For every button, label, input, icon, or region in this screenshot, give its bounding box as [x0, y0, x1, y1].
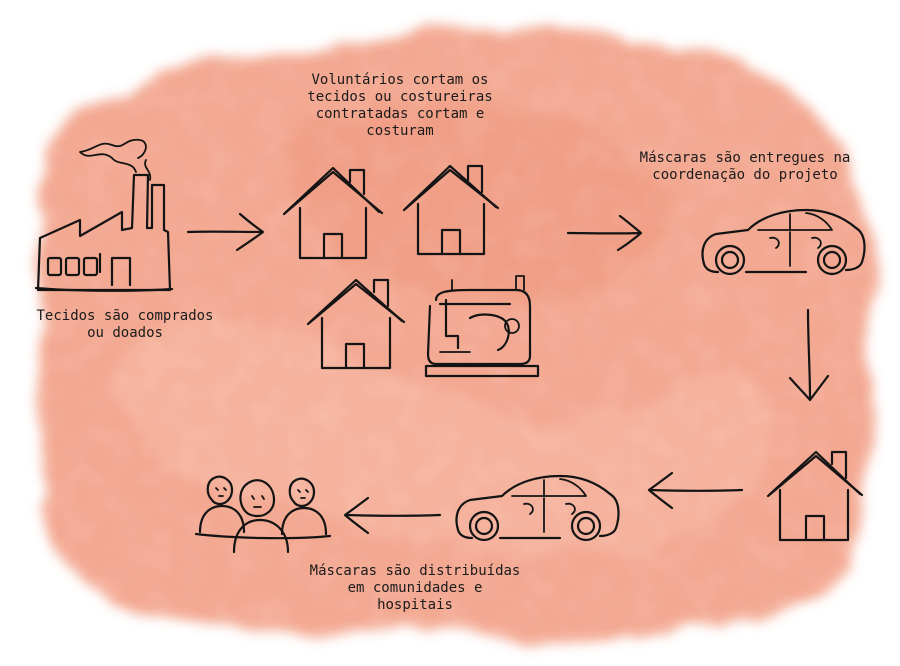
step-label-line: hospitais	[377, 597, 453, 613]
step-label-line: contratadas cortam e	[315, 106, 485, 122]
house-icon	[766, 450, 864, 542]
step-label-line: tecidos ou costureiras	[307, 89, 493, 105]
arrow-left-icon	[647, 471, 744, 510]
house-icon	[306, 278, 406, 370]
step-label-cutting-sewing: Voluntários cortam os tecidos ou costure…	[250, 72, 550, 140]
arrow-right-icon	[566, 214, 643, 252]
factory-icon	[34, 138, 174, 292]
step-label-line: Máscaras são distribuídas	[309, 563, 521, 579]
step-label-line: costuram	[366, 123, 434, 139]
step-label-line: Máscaras são entregues na	[639, 150, 851, 166]
people-icon	[194, 475, 332, 554]
car-icon	[701, 208, 866, 276]
step-label-line: coordenação do projeto	[652, 167, 838, 183]
step-label-line: Tecidos são comprados	[36, 308, 214, 324]
step-label-fabrics: Tecidos são comprados ou doados	[10, 308, 240, 342]
house-icon	[282, 166, 384, 260]
step-label-delivery: Máscaras são entregues na coordenação do…	[605, 150, 885, 184]
arrow-down-icon	[788, 308, 830, 402]
car-icon	[455, 474, 620, 542]
arrow-right-icon	[186, 212, 265, 252]
step-label-line: Voluntários cortam os	[311, 72, 489, 88]
house-icon	[402, 164, 500, 256]
arrow-left-icon	[343, 496, 442, 535]
step-label-distribution: Máscaras são distribuídas em comunidades…	[250, 563, 580, 614]
sewing-machine-icon	[424, 275, 540, 378]
step-label-line: ou doados	[87, 325, 163, 341]
step-label-line: em comunidades e	[347, 580, 483, 596]
